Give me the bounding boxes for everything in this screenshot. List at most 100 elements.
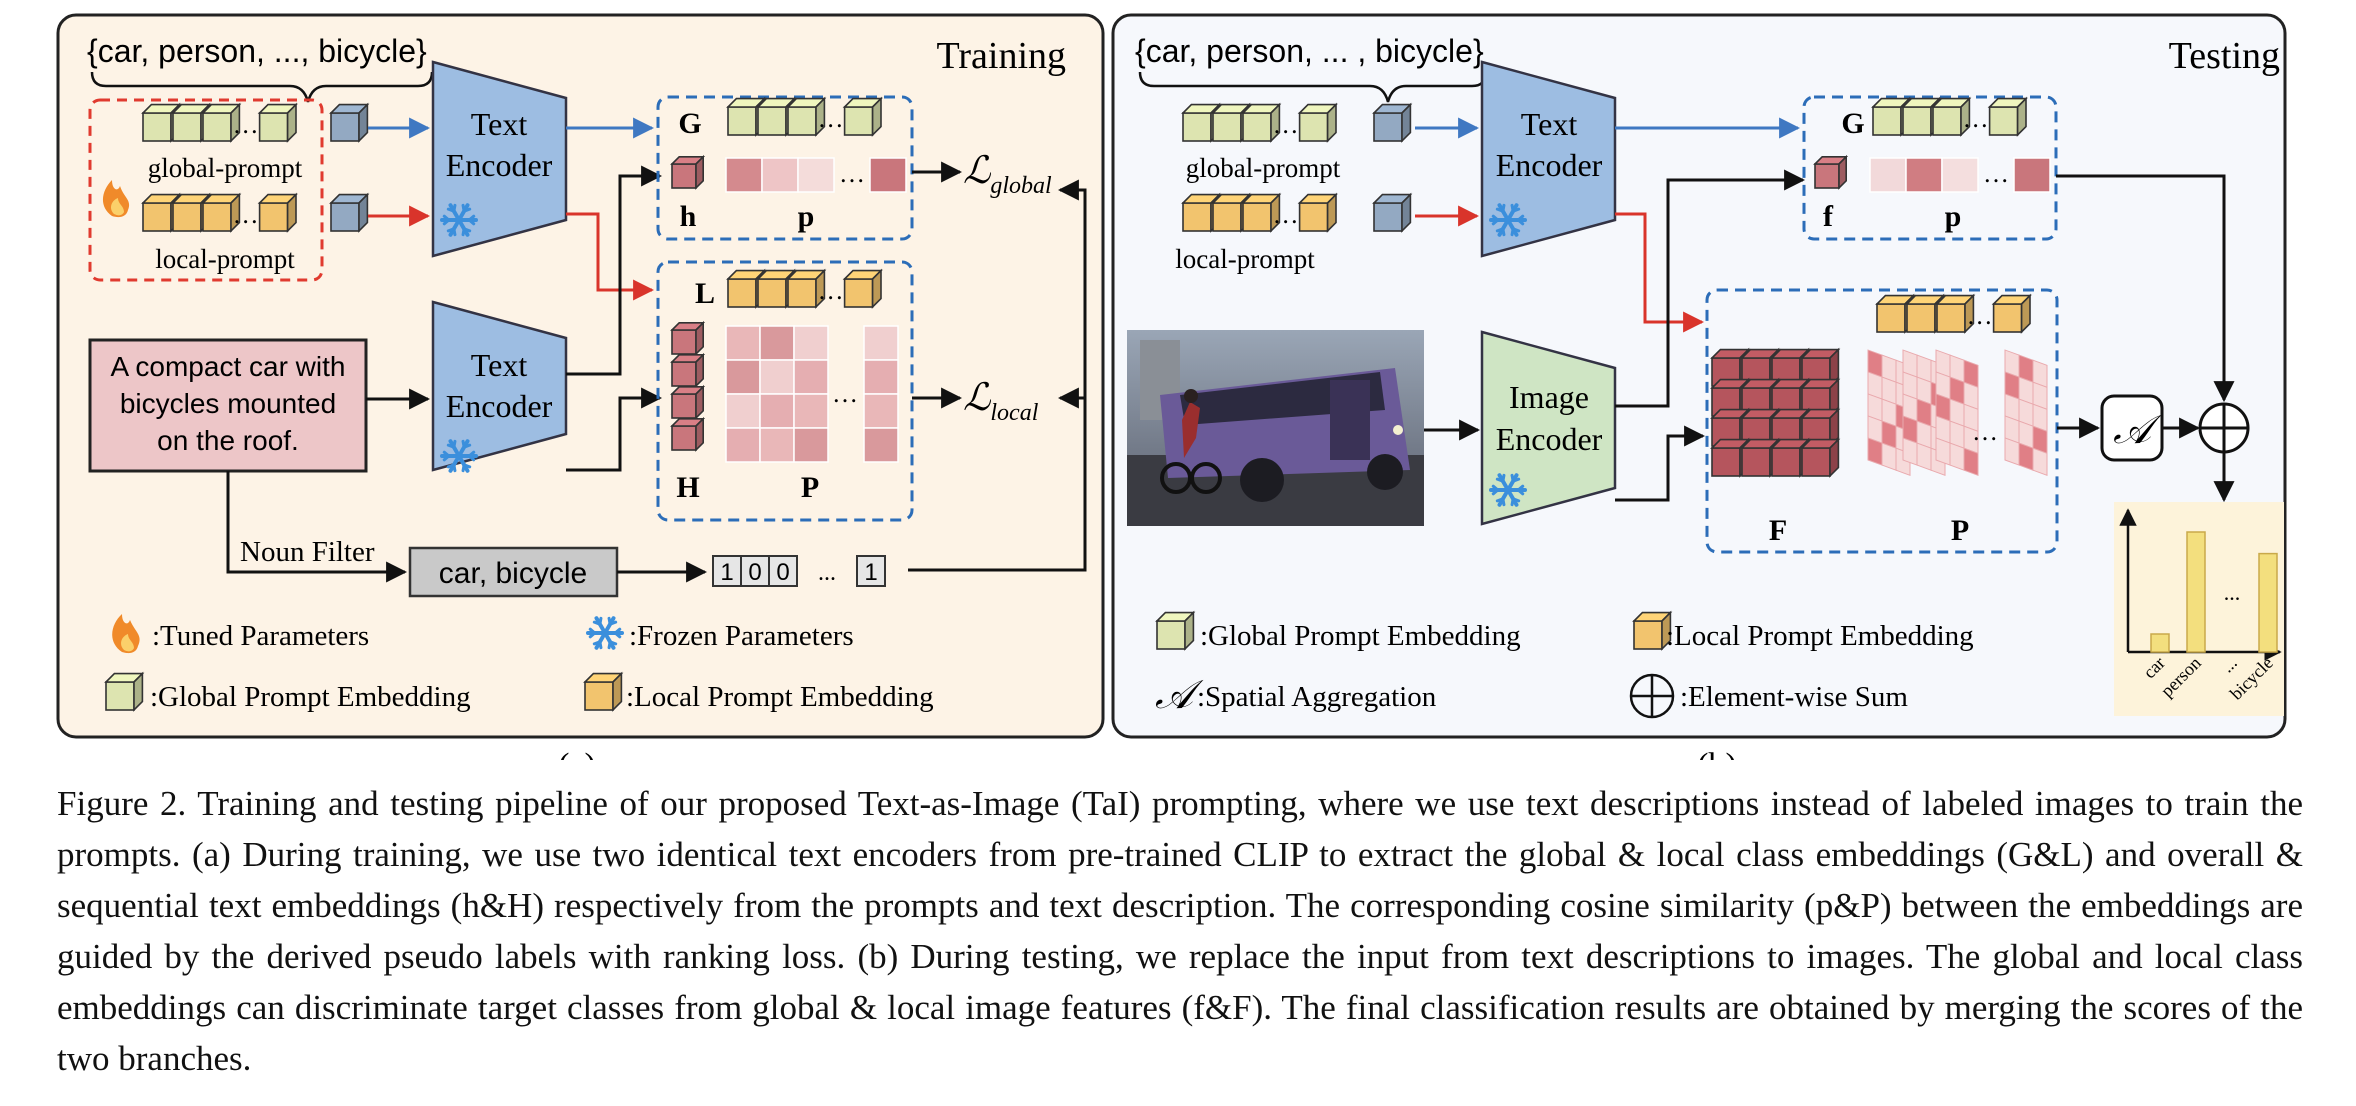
embedding-cube bbox=[670, 384, 706, 420]
H-cubes bbox=[670, 320, 706, 452]
local-prompt-cubes-a: … bbox=[141, 192, 298, 233]
tuned-prompt-box bbox=[88, 98, 324, 282]
local-cube-icon bbox=[583, 671, 624, 712]
text-description-box bbox=[88, 338, 368, 473]
f-label: f bbox=[1823, 200, 1834, 233]
class-list-brace-b bbox=[1138, 71, 1488, 103]
panel-b-title: Testing bbox=[2169, 35, 2280, 77]
global-score-box-b bbox=[1802, 95, 2058, 241]
ellipsis: … bbox=[1963, 104, 1989, 133]
panel-a-title: Training bbox=[936, 35, 1066, 77]
noun-filter-arrow bbox=[226, 471, 408, 583]
embedding-cube bbox=[1931, 96, 1972, 137]
fire-icon bbox=[102, 180, 130, 218]
local-prompt-label-b: local-prompt bbox=[1175, 244, 1315, 274]
arrow-encoder-to-f bbox=[1615, 169, 1806, 408]
chart-bar-1 bbox=[2186, 531, 2206, 653]
F-feature-grid bbox=[1710, 347, 1841, 478]
embedding-cube bbox=[670, 352, 706, 388]
figure-caption: Figure 2. Training and testing pipeline … bbox=[57, 778, 2303, 1084]
embedding-cube bbox=[1935, 293, 1976, 334]
text-description-line2: bicycles mounted bbox=[120, 388, 336, 419]
pseudo-label-2: 0 bbox=[776, 559, 789, 586]
embedding-cube bbox=[670, 416, 706, 452]
embedding-cube bbox=[786, 268, 827, 309]
figure-caption-text: Figure 2. Training and testing pipeline … bbox=[57, 784, 2303, 1078]
pseudo-label-0: 1 bbox=[720, 559, 733, 586]
G-cubes-a: … bbox=[726, 96, 883, 137]
arrow-encoder-to-F bbox=[1615, 425, 1706, 502]
embedding-cube bbox=[842, 96, 883, 137]
element-wise-sum-icon bbox=[2198, 402, 2250, 454]
embedding-cube bbox=[1241, 192, 1282, 233]
p-score-row-a: … bbox=[725, 157, 907, 193]
embedding-cube bbox=[1987, 96, 2028, 137]
embedding-cube bbox=[257, 102, 298, 143]
arrow-encoder-to-L bbox=[566, 212, 655, 301]
global-prompt-label-b: global-prompt bbox=[1186, 153, 1341, 183]
ellipsis: … bbox=[1967, 301, 1993, 330]
snowflake-icon bbox=[1489, 473, 1527, 507]
ellipsis: … bbox=[839, 159, 865, 188]
global-loss: ℒglobal bbox=[963, 150, 1052, 199]
text-encoder-b-line1: Text bbox=[1521, 106, 1578, 142]
text-encoder-bottom-a-line1: Text bbox=[471, 347, 528, 383]
chart-bar-0 bbox=[2150, 633, 2170, 653]
P-label-b: P bbox=[1951, 514, 1969, 547]
embedding-cube bbox=[1800, 437, 1841, 478]
ellipsis: … bbox=[1972, 417, 1998, 446]
text-encoder-top-a-line1: Text bbox=[471, 106, 528, 142]
local-score-box-b bbox=[1705, 288, 2059, 554]
embedding-cube bbox=[1372, 192, 1413, 233]
arrow-global-to-sum bbox=[2056, 174, 2235, 403]
legend-sum: :Element-wise Sum bbox=[1680, 681, 1908, 713]
local-prompt-cubes-b: … bbox=[1181, 192, 1338, 233]
p-score-row-b: … bbox=[1869, 157, 2051, 193]
image-encoder-line1: Image bbox=[1509, 379, 1589, 415]
embedding-cube bbox=[786, 96, 827, 137]
input-image bbox=[1127, 330, 1424, 526]
G-cubes-b: … bbox=[1871, 96, 2028, 137]
legend-frozen: :Frozen Parameters bbox=[629, 620, 854, 652]
arrow-encoder-to-L-b bbox=[1615, 212, 1705, 333]
embedding-cube bbox=[1632, 610, 1673, 651]
snowflake-icon bbox=[1489, 203, 1527, 237]
G-label-a: G bbox=[678, 107, 701, 140]
local-prompt-label-a: local-prompt bbox=[155, 244, 295, 274]
embedding-cube bbox=[1241, 102, 1282, 143]
panel-b-label: (b) bbox=[1697, 747, 1737, 760]
snowflake-icon bbox=[440, 203, 478, 237]
fire-icon bbox=[112, 614, 140, 654]
p-label-b: p bbox=[1945, 200, 1962, 233]
arrow-encoder-to-h bbox=[566, 165, 663, 376]
legend-global-b: :Global Prompt Embedding bbox=[1200, 620, 1521, 652]
panel-a-frame bbox=[56, 13, 1105, 739]
legend-local-a: :Local Prompt Embedding bbox=[626, 681, 934, 713]
ellipsis: … bbox=[832, 379, 858, 408]
embedding-cube bbox=[257, 192, 298, 233]
score-chart-bars: ... bbox=[2150, 531, 2278, 653]
F-label: F bbox=[1769, 514, 1787, 547]
text-encoder-bottom-a-line2: Encoder bbox=[446, 388, 553, 424]
pseudo-label-3: ... bbox=[818, 560, 836, 586]
class-list-a: {car, person, ..., bicycle} bbox=[87, 33, 427, 69]
ellipsis: … bbox=[1983, 159, 2009, 188]
P-label-a: P bbox=[801, 471, 819, 504]
embedding-cube bbox=[201, 192, 242, 233]
ellipsis: … bbox=[233, 200, 259, 229]
local-cube-icon bbox=[1632, 610, 1673, 651]
text-encoder-top-a-line2: Encoder bbox=[446, 147, 553, 183]
embedding-cube bbox=[670, 154, 706, 190]
ellipsis: … bbox=[233, 110, 259, 139]
chart-ellipsis: ... bbox=[2224, 580, 2241, 605]
text-encoder-b-line2: Encoder bbox=[1496, 147, 1603, 183]
pseudo-label-vector: 1 0 0 ... 1 bbox=[712, 555, 886, 587]
pseudo-label-1: 0 bbox=[748, 559, 761, 586]
embedding-cube bbox=[104, 671, 145, 712]
legend-local-b: :Local Prompt Embedding bbox=[1666, 620, 1974, 652]
L-cubes-b: … bbox=[1875, 293, 2032, 334]
G-label-b: G bbox=[1841, 107, 1864, 140]
global-cube-icon bbox=[104, 671, 145, 712]
element-wise-sum-icon bbox=[1629, 673, 1675, 719]
noun-filter-label: Noun Filter bbox=[240, 536, 375, 568]
